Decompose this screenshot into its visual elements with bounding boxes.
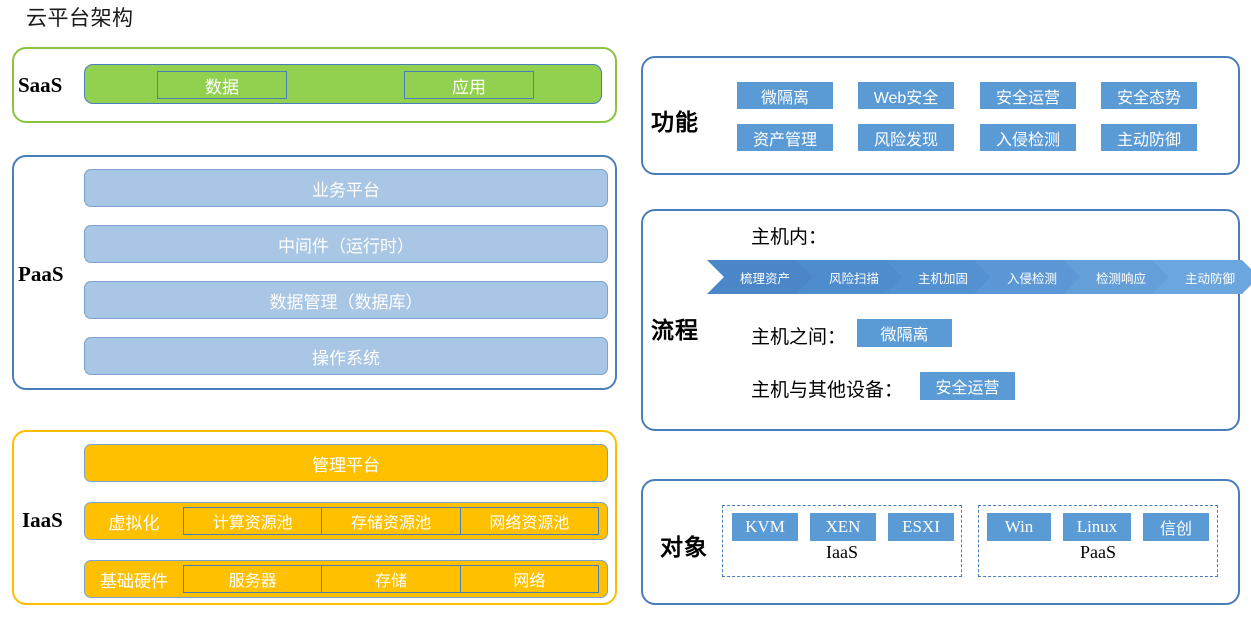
objects-caption-iaas: IaaS — [826, 542, 858, 562]
objects-caption-paas: PaaS — [1080, 542, 1116, 562]
function-tag-intrusion-detection[interactable]: 入侵检测 — [980, 124, 1076, 151]
paas-row-business[interactable]: 业务平台 — [84, 169, 608, 207]
iaas-hardware-label: 基础硬件 — [100, 571, 168, 591]
saas-label: SaaS — [18, 73, 63, 97]
object-tag-kvm[interactable]: KVM — [732, 513, 798, 541]
paas-label: PaaS — [18, 262, 64, 286]
iaas-cell-storage-pool[interactable]: 存储资源池 — [322, 508, 461, 534]
process-label: 流程 — [651, 317, 699, 343]
objects-group-paas — [978, 505, 1218, 577]
chevron-step-intrusion-detection[interactable]: 入侵检测 — [974, 260, 1081, 294]
objects-group-iaas — [722, 505, 962, 577]
saas-cell-app[interactable]: 应用 — [404, 71, 534, 99]
function-tag-security-posture[interactable]: 安全态势 — [1101, 82, 1197, 109]
chevron-step-detection-response[interactable]: 检测响应 — [1063, 260, 1170, 294]
chevron-step-asset-inventory[interactable]: 梳理资产 — [707, 260, 814, 294]
process-other-devices-label: 主机与其他设备： — [751, 380, 904, 401]
paas-row-data-management[interactable]: 数据管理（数据库） — [84, 281, 608, 319]
saas-bar: 数据 应用 — [84, 64, 602, 104]
page-title: 云平台架构 — [26, 7, 134, 30]
paas-row-operating-system[interactable]: 操作系统 — [84, 337, 608, 375]
function-tag-security-operations[interactable]: 安全运营 — [980, 82, 1076, 109]
iaas-virtualization-cells: 计算资源池 存储资源池 网络资源池 — [183, 507, 599, 535]
chevron-step-risk-scan[interactable]: 风险扫描 — [796, 260, 903, 294]
object-tag-xinchuang[interactable]: 信创 — [1143, 513, 1209, 541]
functions-label: 功能 — [651, 109, 699, 135]
object-tag-xen[interactable]: XEN — [810, 513, 876, 541]
paas-row-middleware[interactable]: 中间件（运行时） — [84, 225, 608, 263]
iaas-virtualization-label: 虚拟化 — [108, 513, 160, 533]
process-chevron-flow: 梳理资产 风险扫描 主机加固 入侵检测 检测响应 主动防御 — [707, 260, 1251, 294]
function-tag-active-defense[interactable]: 主动防御 — [1101, 124, 1197, 151]
iaas-row-management-platform[interactable]: 管理平台 — [84, 444, 608, 482]
chevron-step-host-hardening[interactable]: 主机加固 — [885, 260, 992, 294]
object-tag-linux[interactable]: Linux — [1063, 513, 1131, 541]
iaas-cell-network[interactable]: 网络 — [513, 573, 546, 590]
process-tag-micro-isolation[interactable]: 微隔离 — [857, 319, 952, 347]
process-in-host-label: 主机内： — [751, 227, 828, 248]
function-tag-asset-management[interactable]: 资产管理 — [737, 124, 833, 151]
iaas-row-virtualization[interactable]: 虚拟化 计算资源池 存储资源池 网络资源池 — [84, 502, 608, 540]
iaas-row-hardware[interactable]: 基础硬件 服务器 存储 网络 — [84, 560, 608, 598]
iaas-cell-network-pool[interactable]: 网络资源池 — [489, 515, 570, 532]
iaas-cell-compute-pool[interactable]: 计算资源池 — [184, 508, 323, 534]
iaas-label: IaaS — [22, 508, 63, 532]
process-between-hosts-label: 主机之间： — [751, 327, 847, 348]
saas-cell-data[interactable]: 数据 — [157, 71, 287, 99]
process-tag-security-operations[interactable]: 安全运营 — [920, 372, 1015, 400]
objects-label: 对象 — [660, 534, 708, 560]
iaas-hardware-cells: 服务器 存储 网络 — [183, 565, 599, 593]
function-tag-web-security[interactable]: Web安全 — [858, 82, 954, 109]
function-tag-micro-isolation[interactable]: 微隔离 — [737, 82, 833, 109]
object-tag-esxi[interactable]: ESXI — [888, 513, 954, 541]
functions-panel — [641, 56, 1240, 175]
objects-panel — [641, 479, 1240, 605]
object-tag-win[interactable]: Win — [987, 513, 1051, 541]
iaas-cell-storage[interactable]: 存储 — [322, 566, 461, 592]
function-tag-risk-discovery[interactable]: 风险发现 — [858, 124, 954, 151]
iaas-cell-server[interactable]: 服务器 — [184, 566, 323, 592]
